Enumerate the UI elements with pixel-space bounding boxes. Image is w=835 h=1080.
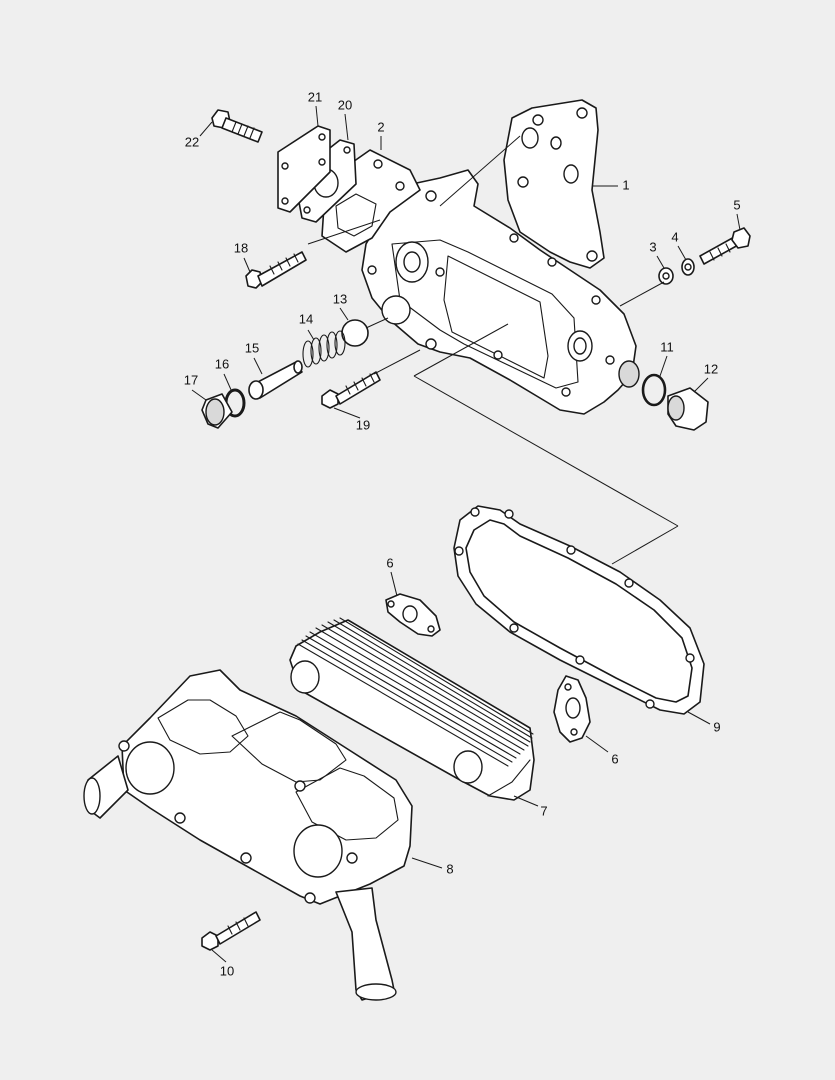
callout-17: 17	[184, 372, 198, 387]
gasket-6-upper-part	[385, 593, 441, 637]
assembly-lines	[307, 135, 679, 565]
gasket-large-part	[453, 505, 705, 715]
callout-18: 18	[234, 240, 248, 255]
gasket-plate-part	[503, 99, 605, 269]
bolt-19-part	[321, 371, 381, 409]
cooler-core-part	[289, 617, 535, 801]
callout-3: 3	[649, 239, 656, 254]
bolt-10-part	[201, 911, 261, 951]
callout-22: 22	[185, 134, 199, 149]
washer-4-part	[681, 258, 695, 276]
bolt-22-part	[211, 109, 263, 143]
plunger-15-part	[248, 360, 303, 400]
callout-15: 15	[245, 340, 259, 355]
callout-2: 2	[377, 119, 384, 134]
callout-13: 13	[333, 291, 347, 306]
callout-16: 16	[215, 356, 229, 371]
cooler-cover-part	[83, 669, 413, 1001]
gasket-6-lower-part	[553, 675, 591, 743]
callout-labels: 1 2 3 4 5 6 6 7 8 9 10 11 12 13 14 15 16…	[184, 89, 741, 978]
callout-11: 11	[660, 339, 674, 354]
callout-10: 10	[220, 963, 234, 978]
callout-4: 4	[671, 229, 678, 244]
bolt-5-part	[699, 227, 751, 265]
callout-20: 20	[338, 97, 352, 112]
callout-19: 19	[356, 417, 370, 432]
plug-12-part	[667, 387, 709, 431]
callout-leaders	[191, 105, 741, 963]
spring-14-part	[302, 330, 346, 368]
callout-8: 8	[446, 861, 453, 876]
plug-17-part	[201, 393, 233, 429]
bolt-18-part	[245, 251, 307, 289]
callout-6-lower: 6	[611, 751, 618, 766]
callout-1: 1	[622, 177, 629, 192]
washer-3-part	[658, 267, 674, 285]
callout-9: 9	[713, 719, 720, 734]
o-ring-11-part	[641, 373, 667, 407]
callout-21: 21	[308, 89, 322, 104]
callout-14: 14	[299, 311, 313, 326]
ball-13-part	[341, 319, 369, 347]
callout-12: 12	[704, 361, 718, 376]
callout-5: 5	[733, 197, 740, 212]
callout-7: 7	[540, 803, 547, 818]
main-housing-part	[361, 169, 640, 415]
callout-6-upper: 6	[386, 555, 393, 570]
